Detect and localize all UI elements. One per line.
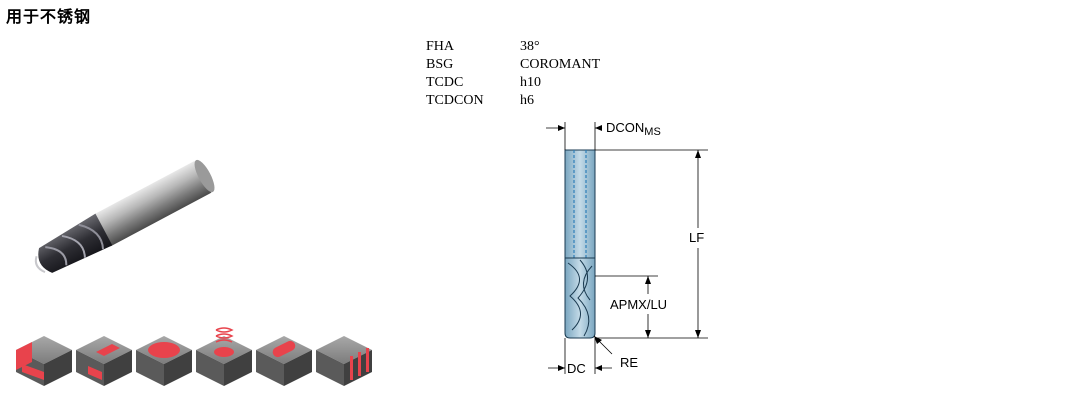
dc-label: DC	[567, 361, 586, 376]
spec-key: FHA	[426, 39, 455, 54]
lf-label: LF	[689, 230, 705, 245]
spec-key: TCDCON	[426, 93, 484, 108]
spec-value: h10	[520, 75, 541, 90]
spec-value: h6	[520, 93, 534, 108]
spec-key: TCDC	[426, 75, 464, 90]
spec-value: COROMANT	[520, 57, 601, 72]
spec-value: 38°	[520, 39, 540, 54]
helical-ramping-icon	[196, 327, 252, 386]
operations-icon-row	[16, 327, 372, 386]
side-milling-icon	[316, 336, 372, 386]
pocketing-icon	[136, 336, 192, 386]
dcon-ms-label: DCONMS	[606, 120, 661, 138]
slot-milling-icon	[76, 336, 132, 386]
spec-row: TCDC h10	[426, 74, 600, 92]
spec-row: BSG COROMANT	[426, 56, 600, 74]
dimension-drawing	[546, 122, 708, 374]
end-mill-product-image	[34, 159, 215, 274]
re-label: RE	[620, 355, 639, 370]
spec-table: FHA 38° BSG COROMANT TCDC h10 TCDCON h6	[426, 38, 600, 110]
profile-slot-icon	[256, 336, 312, 386]
spec-key: BSG	[426, 57, 454, 72]
spec-row: FHA 38°	[426, 38, 600, 56]
page-title: 用于不锈钢	[6, 7, 92, 26]
apmx-lu-label: APMX/LU	[610, 297, 668, 312]
shoulder-milling-icon	[16, 336, 72, 386]
spec-row: TCDCON h6	[426, 92, 600, 110]
